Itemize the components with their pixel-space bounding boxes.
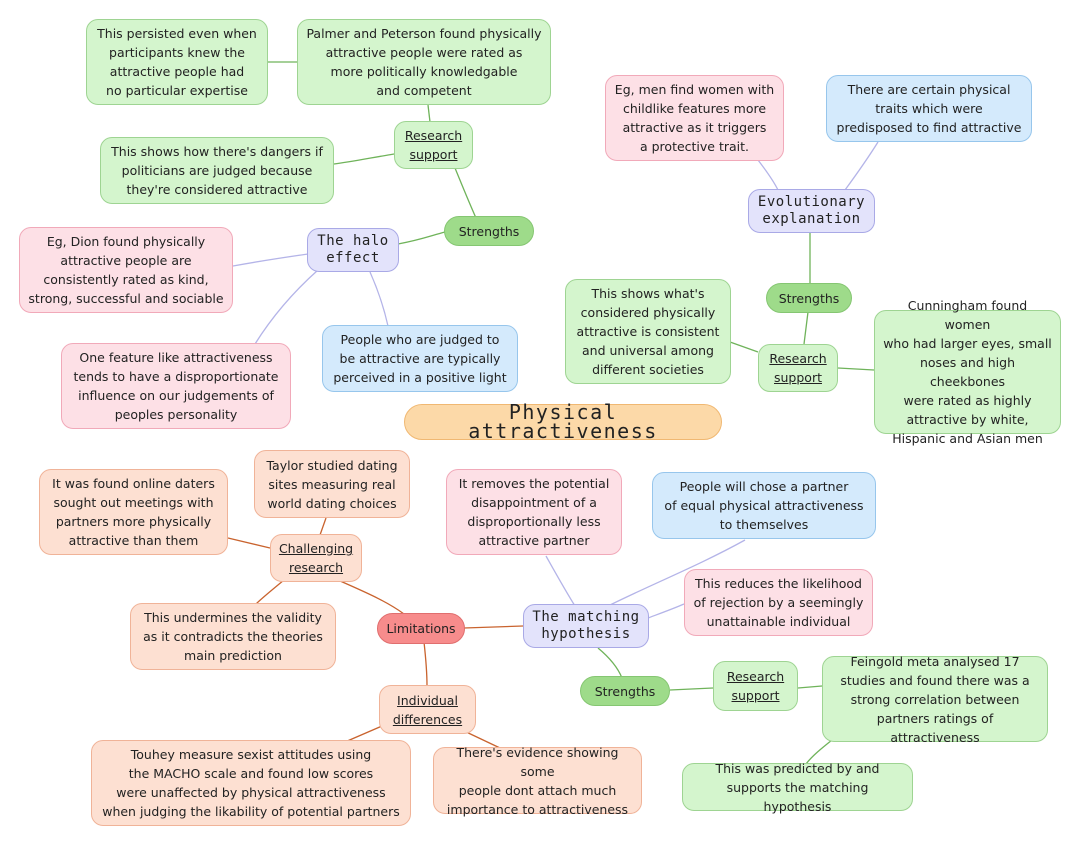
link-strengths-research — [454, 167, 477, 219]
center-topic[interactable]: Physical attractiveness — [404, 402, 722, 441]
link-lim-match — [463, 625, 524, 629]
link-match-chose — [607, 539, 746, 607]
reduces-rejection-node[interactable]: This reduces the likelihood of rejection… — [684, 569, 873, 636]
persisted-node[interactable]: This persisted even when participants kn… — [86, 19, 268, 105]
link-feingold-predicted — [805, 739, 833, 765]
undermines-node[interactable]: This undermines the validity as it contr… — [130, 603, 336, 670]
link-match-strengths — [597, 647, 623, 679]
link-strengths-research3 — [669, 687, 714, 691]
link-halo-positive — [369, 271, 389, 327]
one-feature-node[interactable]: One feature like attractiveness tends to… — [61, 343, 291, 429]
link-halo-strengths — [397, 231, 446, 245]
evolutionary-explanation-node[interactable]: Evolutionary explanation — [748, 189, 875, 233]
halo-research-support-node[interactable]: Research support — [394, 121, 473, 169]
matching-hypothesis-node[interactable]: The matching hypothesis — [523, 604, 649, 648]
link-halo-dion — [232, 253, 309, 267]
universal-node[interactable]: This shows what's considered physically … — [565, 279, 731, 384]
link-challenging-taylor — [319, 517, 327, 536]
dangers-node[interactable]: This shows how there's dangers if politi… — [100, 137, 334, 204]
link-research3-feingold — [797, 685, 823, 689]
equal-partner-node[interactable]: People will chose a partner of equal phy… — [652, 472, 876, 539]
link-evo-traits — [844, 141, 879, 191]
removes-disappointment-node[interactable]: It removes the potential disappointment … — [446, 469, 622, 555]
link-lim-individual — [423, 641, 428, 687]
link-research-palmer — [427, 104, 431, 123]
link-evo-men — [757, 159, 779, 191]
link-strengths-research2 — [803, 311, 809, 345]
evo-strengths-node[interactable]: Strengths — [766, 283, 852, 313]
link-lim-challenging — [337, 579, 405, 615]
dion-node[interactable]: Eg, Dion found physically attractive peo… — [19, 227, 233, 313]
link-challenging-online — [227, 537, 271, 549]
link-research2-cunningham — [837, 367, 875, 371]
link-individual-touhey — [344, 725, 383, 743]
link-match-removes — [545, 555, 576, 607]
feingold-node[interactable]: Feingold meta analysed 17 studies and fo… — [822, 654, 1048, 745]
link-research-dangers — [333, 153, 395, 165]
link-match-reduces — [647, 603, 685, 619]
link-challenging-undermines — [255, 579, 285, 605]
matching-strengths-node[interactable]: Strengths — [580, 676, 670, 706]
challenging-research-node[interactable]: Challenging research — [270, 534, 362, 582]
evo-research-support-node[interactable]: Research support — [758, 344, 838, 392]
halo-strengths-node[interactable]: Strengths — [444, 216, 534, 246]
link-halo-feature — [254, 269, 319, 345]
online-daters-node[interactable]: It was found online daters sought out me… — [39, 469, 228, 555]
touhey-node[interactable]: Touhey measure sexist attitudes using th… — [91, 740, 411, 826]
palmer-peterson-node[interactable]: Palmer and Peterson found physically att… — [297, 19, 551, 105]
positive-light-node[interactable]: People who are judged to be attractive a… — [322, 325, 518, 392]
link-research2-shows — [729, 341, 759, 353]
predicted-node[interactable]: This was predicted by and supports the m… — [682, 761, 913, 814]
matching-research-support-node[interactable]: Research support — [713, 661, 798, 711]
taylor-node[interactable]: Taylor studied dating sites measuring re… — [254, 450, 410, 518]
physical-traits-node[interactable]: There are certain physical traits which … — [826, 75, 1032, 142]
childlike-features-node[interactable]: Eg, men find women with childlike featur… — [605, 75, 784, 161]
limitations-node[interactable]: Limitations — [377, 613, 465, 644]
cunningham-node[interactable]: Cunningham found women who had larger ey… — [874, 298, 1061, 446]
individual-differences-node[interactable]: Individual differences — [379, 685, 476, 734]
evidence-node[interactable]: There's evidence showing some people don… — [433, 745, 642, 817]
halo-effect-node[interactable]: The halo effect — [307, 228, 399, 272]
